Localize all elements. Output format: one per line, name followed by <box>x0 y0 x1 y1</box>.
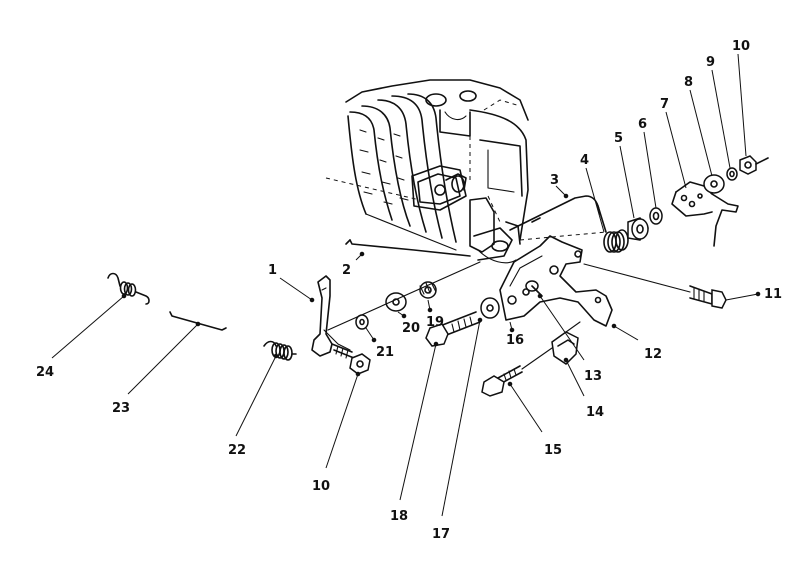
axis-line <box>519 231 607 241</box>
callout-7: 7 <box>660 97 669 112</box>
part-5-bushing <box>627 217 649 241</box>
callout-22: 22 <box>228 443 246 458</box>
callout-16: 16 <box>506 333 524 348</box>
callout-labels: 1 2 3 4 5 6 7 8 9 10 11 12 13 14 15 16 1… <box>36 39 782 542</box>
callout-24: 24 <box>36 365 54 380</box>
part-18-bolt <box>425 311 481 347</box>
callout-2: 2 <box>342 263 351 278</box>
callout-3: 3 <box>550 173 559 188</box>
callout-18: 18 <box>390 509 408 524</box>
part-9-lockwasher <box>726 167 738 181</box>
part-11-bolt <box>583 263 727 309</box>
callout-4: 4 <box>580 153 589 168</box>
part-4-spring <box>597 205 629 253</box>
part-16-bracket <box>499 235 613 327</box>
callout-20: 20 <box>402 321 420 336</box>
callout-21: 21 <box>376 345 394 360</box>
callout-10-bottom: 10 <box>312 479 330 494</box>
callout-9: 9 <box>706 55 715 70</box>
part-2-link-rod <box>345 239 471 257</box>
callout-1: 1 <box>268 263 277 278</box>
lever-pivot-line <box>327 261 481 331</box>
part-19-nut <box>419 281 437 299</box>
part-21-washer <box>355 314 369 330</box>
leader-lines <box>51 53 759 517</box>
part-8-washer <box>703 174 725 194</box>
part-20-washer <box>385 292 407 312</box>
part-23-rod <box>169 311 227 331</box>
callout-23: 23 <box>112 401 130 416</box>
callout-5: 5 <box>614 131 623 146</box>
part-17-washer <box>480 297 500 319</box>
part-3-governor-rod <box>509 195 601 231</box>
callout-11: 11 <box>764 287 782 302</box>
part-24-spring <box>107 272 150 305</box>
callout-19: 19 <box>426 315 444 330</box>
part-1-lever <box>311 275 355 359</box>
part-7-governor-arm <box>671 181 739 247</box>
callout-8: 8 <box>684 75 693 90</box>
callout-14: 14 <box>586 405 604 420</box>
part-6-washer <box>649 207 663 225</box>
part-10-nut-top <box>739 155 769 175</box>
callout-13: 13 <box>584 369 602 384</box>
callout-6: 6 <box>638 117 647 132</box>
callout-10-top: 10 <box>732 39 750 54</box>
engine-block <box>325 79 529 264</box>
part-10-nut-bottom <box>349 353 371 375</box>
callout-15: 15 <box>544 443 562 458</box>
callout-12: 12 <box>644 347 662 362</box>
part-22-spring <box>263 340 297 361</box>
part-15-screw <box>481 347 553 397</box>
leader-dots <box>121 193 761 387</box>
callout-17: 17 <box>432 527 450 542</box>
